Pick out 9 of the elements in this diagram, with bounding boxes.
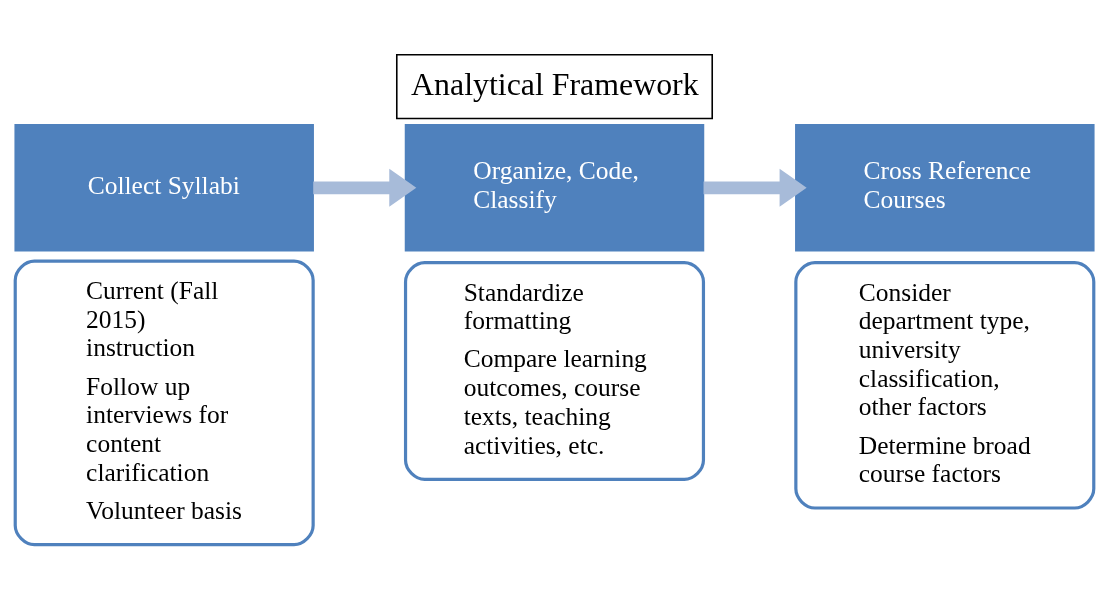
- arrow: [703, 168, 807, 207]
- node-box: Organize, Code, Classify: [404, 123, 705, 251]
- node-box: Collect Syllabi: [14, 123, 314, 251]
- node-box: Standardize formatting Compare learning outcomes, course texts, teaching activities, etc.: [403, 260, 706, 481]
- diagram-title: Analytical Framework: [411, 66, 699, 102]
- node-box: Consider department type, university classification, other factors Determine broad course factors: [794, 260, 1096, 510]
- arrow: [313, 168, 417, 207]
- node-box: Cross Reference Courses: [795, 123, 1095, 251]
- node-box: Current (Fall 2015) instruction Follow up interviews for content clarification Volunteer basis: [13, 258, 315, 546]
